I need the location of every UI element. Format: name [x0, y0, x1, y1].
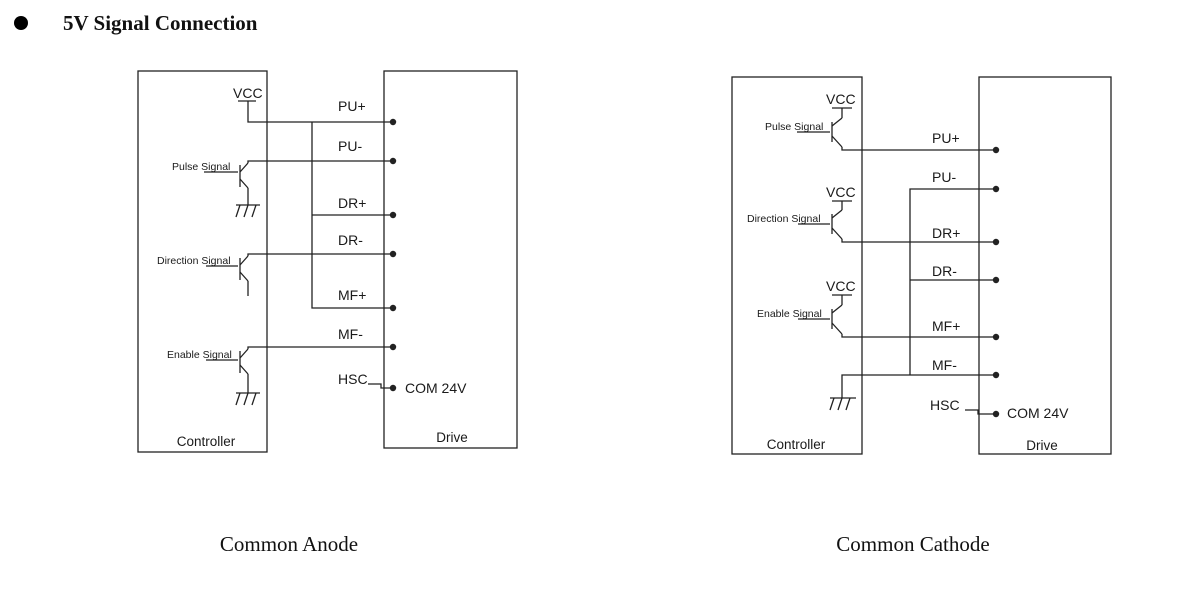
cathode-pulse-signal-label: Pulse Signal	[765, 121, 823, 133]
anode-enable-transistor	[235, 346, 393, 406]
cathode-pin-hsc: HSC	[930, 397, 960, 413]
cathode-pulse-transistor: VCC	[826, 91, 996, 151]
anode-vcc-label: VCC	[233, 85, 263, 101]
cathode-direction-transistor: VCC	[826, 184, 996, 243]
anode-pin-dr-minus: DR-	[338, 232, 363, 248]
anode-drive-box	[383, 70, 518, 449]
cathode-vcc-label-2: VCC	[826, 184, 856, 200]
heading-text: 5V Signal Connection	[63, 10, 258, 35]
anode-controller-label: Controller	[177, 434, 236, 449]
cathode-pin-mf-plus: MF+	[932, 318, 960, 334]
cathode-pin-pu-minus: PU-	[932, 169, 956, 185]
anode-pin-dr-plus: DR+	[338, 195, 366, 211]
cathode-vcc-label-1: VCC	[826, 91, 856, 107]
anode-com-24v-label: COM 24V	[405, 380, 467, 396]
cathode-enable-transistor: VCC	[826, 278, 996, 338]
anode-pin-mf-plus: MF+	[338, 287, 366, 303]
anode-pulse-transistor	[235, 160, 393, 218]
cathode-vcc-label-3: VCC	[826, 278, 856, 294]
common-anode-caption: Common Anode	[219, 532, 359, 556]
cathode-terminal-dots	[992, 146, 1000, 418]
cathode-drive-label: Drive	[1026, 438, 1058, 453]
cathode-enable-signal-label: Enable Signal	[757, 308, 822, 320]
cathode-pin-mf-minus: MF-	[932, 357, 957, 373]
bullet-icon	[14, 16, 28, 30]
common-cathode-caption: Common Cathode	[836, 532, 990, 556]
anode-controller-box	[137, 70, 268, 453]
anode-pulse-signal-label: Pulse Signal	[172, 161, 230, 173]
common-anode-diagram: Controller Drive VCC	[137, 70, 518, 453]
cathode-controller-box	[731, 76, 863, 455]
anode-pin-mf-minus: MF-	[338, 326, 363, 342]
cathode-pin-dr-plus: DR+	[932, 225, 960, 241]
anode-direction-signal-label: Direction Signal	[157, 255, 231, 267]
anode-terminal-dots	[389, 118, 397, 392]
cathode-pin-dr-minus: DR-	[932, 263, 957, 279]
anode-pin-pu-plus: PU+	[338, 98, 366, 114]
cathode-direction-signal-label: Direction Signal	[747, 213, 821, 225]
anode-drive-label: Drive	[436, 430, 468, 445]
section-heading: 5V Signal Connection	[14, 8, 258, 38]
common-cathode-diagram: Controller Drive VCC VCC VCC	[731, 76, 1112, 455]
cathode-pin-pu-plus: PU+	[932, 130, 960, 146]
anode-enable-signal-label: Enable Signal	[167, 349, 232, 361]
cathode-com-24v-label: COM 24V	[1007, 405, 1069, 421]
cathode-controller-label: Controller	[767, 437, 826, 452]
cathode-drive-box	[978, 76, 1112, 455]
anode-pin-hsc: HSC	[338, 371, 368, 387]
anode-pin-pu-minus: PU-	[338, 138, 362, 154]
anode-direction-transistor	[239, 253, 393, 296]
